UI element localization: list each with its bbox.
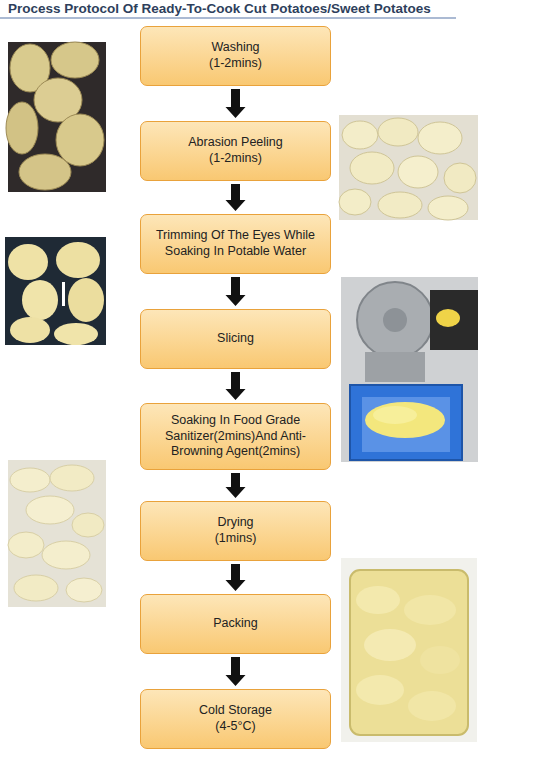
box-text: (1-2mins) — [209, 56, 262, 72]
box-text: Abrasion Peeling — [188, 135, 283, 151]
title-underline — [0, 17, 456, 19]
flow-arrow — [226, 473, 246, 498]
box-text: Washing — [211, 40, 259, 56]
slicer-photo — [341, 277, 478, 462]
flow-arrow — [226, 372, 246, 400]
process-box: Slicing — [140, 309, 331, 369]
flow-arrow — [226, 564, 246, 591]
process-box: Soaking In Food Grade Sanitizer(2mins)An… — [140, 403, 331, 470]
flow-arrow — [226, 89, 246, 118]
packed-bag-photo — [341, 558, 477, 742]
flow-arrow — [226, 657, 246, 686]
box-text: Cold Storage — [199, 703, 272, 719]
flow-arrow — [226, 184, 246, 211]
process-box: Trimming Of The Eyes While Soaking In Po… — [140, 214, 331, 274]
box-text: (4-5°C) — [215, 719, 255, 735]
soaking-potato-photo — [5, 237, 106, 345]
box-text: Drying — [217, 515, 253, 531]
process-box: Cold Storage(4-5°C) — [140, 689, 331, 749]
box-text: Packing — [213, 616, 257, 632]
process-box: Washing(1-2mins) — [140, 26, 331, 86]
raw-potato-photo — [6, 42, 106, 192]
sliced-potato-photo — [8, 460, 106, 607]
box-text: Slicing — [217, 331, 254, 347]
diagram-title: Process Protocol Of Ready-To-Cook Cut Po… — [8, 1, 431, 16]
peeled-potato-photo — [339, 115, 478, 220]
process-box: Abrasion Peeling(1-2mins) — [140, 121, 331, 181]
process-box: Drying(1mins) — [140, 501, 331, 561]
box-text: Trimming Of The Eyes While Soaking In Po… — [149, 228, 322, 259]
flow-arrow — [226, 277, 246, 306]
process-box: Packing — [140, 594, 331, 654]
box-text: Soaking In Food Grade Sanitizer(2mins)An… — [149, 413, 322, 460]
box-text: (1mins) — [215, 531, 257, 547]
box-text: (1-2mins) — [209, 151, 262, 167]
